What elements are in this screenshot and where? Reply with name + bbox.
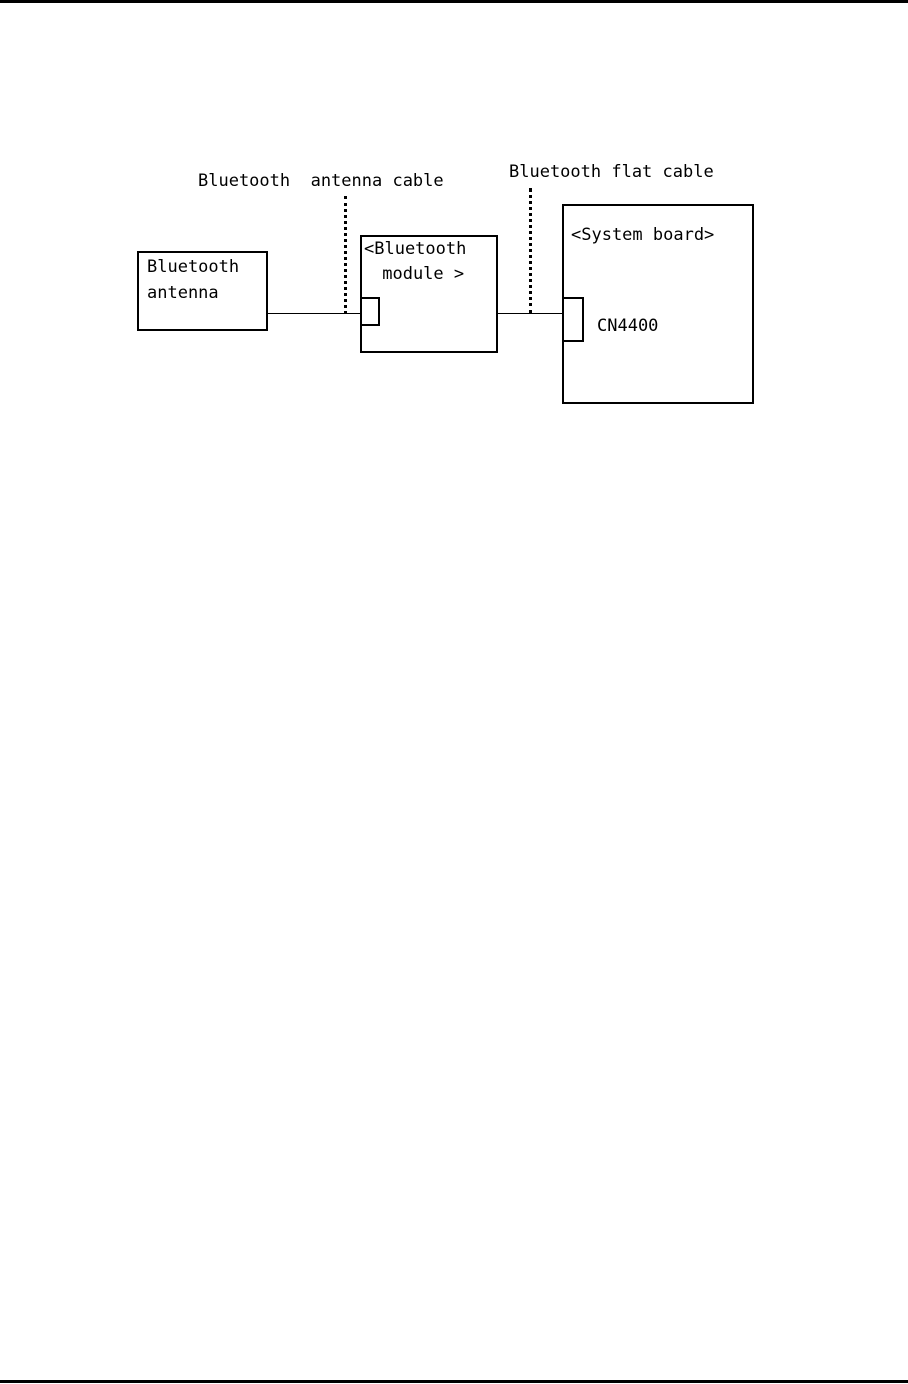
bluetooth-antenna-label-line1: Bluetooth (147, 257, 240, 277)
bottom-rule (0, 1380, 908, 1383)
system-board-box (562, 204, 754, 404)
antenna-cable-leader (344, 196, 347, 314)
system-board-connector (562, 297, 584, 342)
antenna-cable-label: Bluetooth antenna cable (198, 171, 444, 191)
flat-cable-wire (498, 313, 564, 314)
bluetooth-module-box (360, 235, 498, 353)
bluetooth-module-connector (360, 297, 380, 326)
bluetooth-antenna-label-line2: antenna (147, 283, 219, 303)
top-rule (0, 0, 908, 3)
antenna-cable-wire (268, 313, 361, 314)
bluetooth-antenna-box (137, 251, 268, 331)
bluetooth-module-label-line2: module > (372, 264, 465, 284)
bluetooth-module-label-line1: <Bluetooth (364, 239, 467, 259)
system-board-title: <System board> (571, 225, 715, 245)
flat-cable-leader (529, 188, 532, 314)
flat-cable-label: Bluetooth flat cable (509, 162, 714, 182)
connector-label-cn4400: CN4400 (597, 316, 659, 336)
